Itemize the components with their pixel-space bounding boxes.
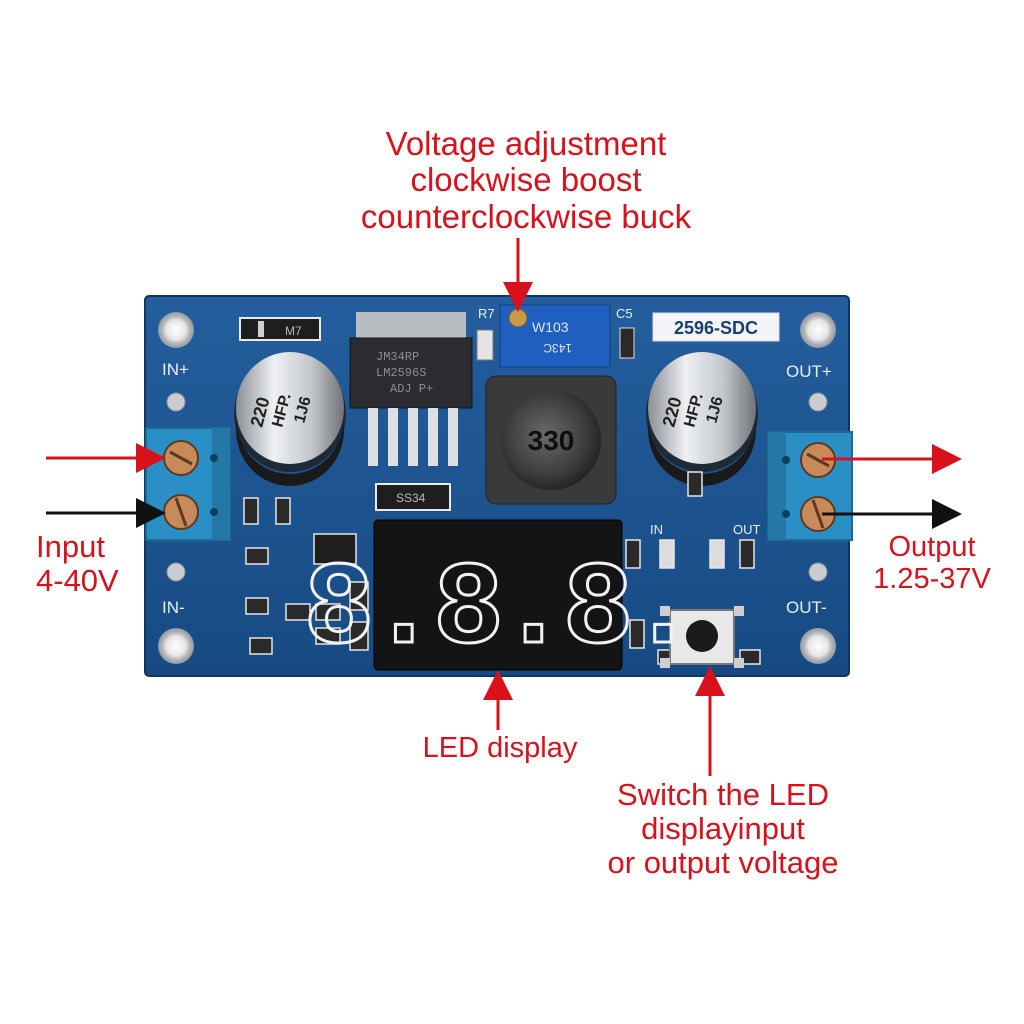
led-display: 8.8.8. [302, 519, 700, 680]
callout-led-display: LED display [410, 732, 590, 765]
cap-right-line3: 1J6 [703, 395, 726, 425]
smd-components [243, 471, 761, 665]
mounting-holes [158, 312, 836, 664]
pot-line2: 143C [543, 341, 572, 355]
cap-left-line3: 1J6 [291, 395, 314, 425]
callout-voltage-line1: Voltage adjustment [385, 125, 667, 162]
diode-ss34-label: SS34 [396, 491, 426, 505]
inductor: 330 [485, 375, 617, 505]
callout-input-line2: 4-40V [36, 563, 119, 599]
terminal-block-left [145, 427, 231, 541]
ind-out-label: OUT [733, 522, 761, 537]
out-minus-label: OUT- [786, 598, 827, 617]
callout-voltage-adjustment: Voltage adjustment clockwise boost count… [340, 125, 712, 235]
in-plus-label: IN+ [162, 360, 189, 379]
potentiometer: W103 143C [499, 304, 611, 368]
capacitor-left: 220 HFP. 1J6 [234, 352, 346, 486]
chip-line1: JM34RP [376, 350, 419, 364]
c5-label: C5 [616, 306, 633, 321]
pot-line1: W103 [532, 319, 569, 335]
callout-voltage-line3: counterclockwise buck [360, 197, 692, 235]
led-display-digits: 8.8.8. [304, 545, 693, 678]
chip-line2: LM2596S [376, 366, 426, 380]
inductor-code: 330 [528, 425, 575, 456]
model-label: 2596-SDC [674, 318, 758, 338]
annotation-arrows [46, 238, 962, 776]
ind-in-label: IN [650, 522, 663, 537]
regulator-chip: JM34RP LM2596S ADJ P+ [349, 312, 473, 466]
callout-switch-line3: or output voltage [607, 845, 839, 881]
callout-switch-line1: Switch the LED [617, 777, 829, 812]
push-button [660, 606, 744, 668]
diode-m7-label: M7 [285, 324, 302, 338]
diode-m7 [239, 317, 321, 341]
in-minus-label: IN- [162, 598, 185, 617]
callout-led-line: LED display [422, 732, 578, 764]
callout-output: Output 1.25-37V [862, 531, 1002, 596]
r7-label: R7 [478, 306, 495, 321]
callout-voltage-line2: clockwise boost [410, 161, 642, 199]
model-label-box [652, 312, 780, 342]
callout-switch-line2: displayinput [641, 811, 805, 847]
terminal-block-right [767, 431, 853, 541]
callout-output-line1: Output [888, 531, 976, 563]
diode-ss34 [375, 483, 451, 511]
callout-output-line2: 1.25-37V [873, 562, 991, 595]
chip-line3: ADJ P+ [390, 382, 433, 396]
out-plus-label: OUT+ [786, 362, 832, 381]
callout-input-line1: Input [36, 529, 105, 564]
callout-input: Input 4-40V [36, 529, 146, 599]
via-holes [166, 392, 828, 582]
capacitor-right: 220 HFP. 1J6 [646, 352, 758, 486]
callout-switch: Switch the LED displayinput or output vo… [588, 777, 858, 881]
